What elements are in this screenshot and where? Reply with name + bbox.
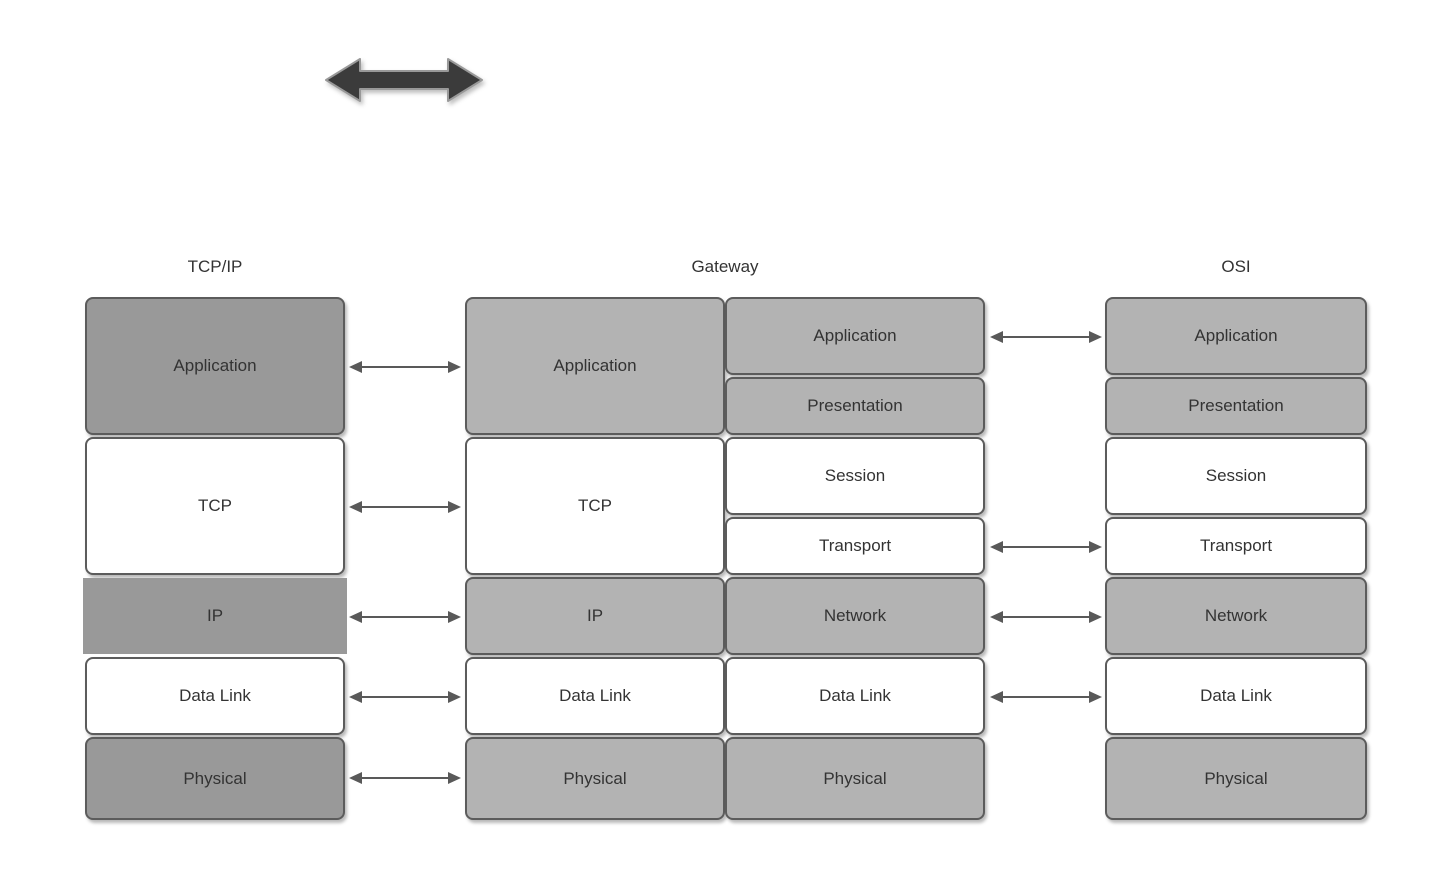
osi-layer-presentation: Presentation [1105,377,1367,435]
tcpip-layer-data-link: Data Link [85,657,345,735]
tcpip-column-title: TCP/IP [187,257,243,276]
osi-layer-session: Session [1105,437,1367,515]
gateway-osi-arrow-network [990,611,1102,623]
tcpip-layer-tcp: TCP [85,437,345,575]
gateway-osi-arrow-data-link [990,691,1102,703]
gateway-left-layer-ip: IP [465,577,725,655]
gateway-osi-arrow-application [990,331,1102,343]
osi-layer-application: Application [1105,297,1367,375]
tcpip-gateway-arrow-application [349,361,461,373]
gateway-right-layer-session: Session [725,437,985,515]
osi-layer-physical: Physical [1105,737,1367,820]
tcpip-gateway-arrow-physical [349,772,461,784]
gateway-right-layer-network: Network [725,577,985,655]
gateway-left-layer-data-link: Data Link [465,657,725,735]
gateway-osi-arrow-transport [990,541,1102,553]
gateway-column-title: Gateway [691,257,759,276]
gateway-right-stack: Application Presentation Session Transpo… [725,297,985,820]
osi-column-title: OSI [1221,257,1251,276]
gateway-left-layer-tcp: TCP [465,437,725,575]
double-headed-arrow-icon [325,58,483,102]
tcpip-layer-physical: Physical [85,737,345,820]
tcpip-gateway-arrow-ip [349,611,461,623]
osi-layer-data-link: Data Link [1105,657,1367,735]
gateway-right-layer-presentation: Presentation [725,377,985,435]
tcpip-stack: Application TCP IP Data Link Physical [83,297,347,820]
osi-layer-transport: Transport [1105,517,1367,575]
gateway-left-layer-application: Application [465,297,725,435]
gateway-left-stack: Application TCP IP Data Link Physical [465,297,725,820]
gateway-right-layer-application: Application [725,297,985,375]
gateway-left-layer-physical: Physical [465,737,725,820]
tcpip-gateway-arrow-tcp [349,501,461,513]
osi-layer-network: Network [1105,577,1367,655]
tcpip-layer-application: Application [85,297,345,435]
gateway-right-layer-transport: Transport [725,517,985,575]
tcpip-layer-ip: IP [83,578,347,654]
gateway-right-layer-data-link: Data Link [725,657,985,735]
osi-stack: Application Presentation Session Transpo… [1105,297,1367,820]
tcpip-gateway-arrow-data-link [349,691,461,703]
gateway-right-layer-physical: Physical [725,737,985,820]
